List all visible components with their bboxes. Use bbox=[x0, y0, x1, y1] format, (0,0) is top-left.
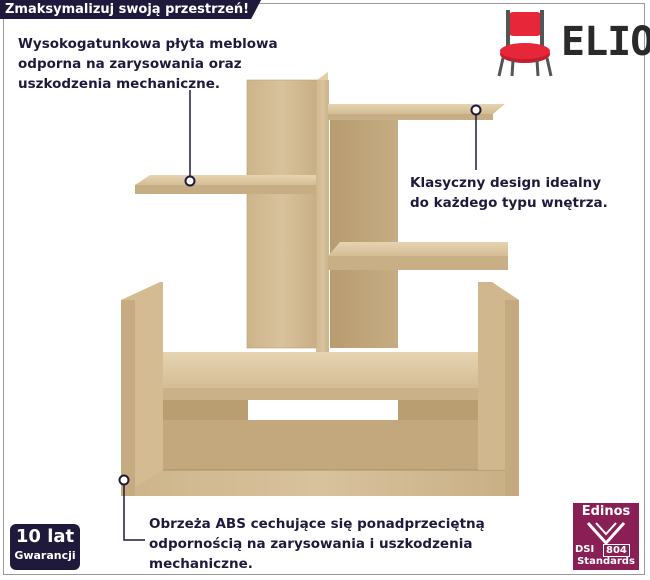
back-panel-left bbox=[246, 79, 318, 349]
callout-lines bbox=[123, 90, 477, 541]
marker-design bbox=[470, 104, 482, 116]
center-divider bbox=[316, 72, 329, 388]
certificate-title: Edinos bbox=[581, 504, 631, 519]
callout-line: do każdego typu wnętrza. bbox=[410, 195, 608, 211]
marker-surface bbox=[184, 175, 196, 187]
brand-logo-text: ELIOR bbox=[561, 19, 650, 65]
callout-line: odporna na zarysowania oraz bbox=[18, 56, 242, 72]
callout-classic-design: Klasyczny design idealny do każdego typu… bbox=[410, 173, 608, 213]
back-panel-right bbox=[330, 116, 398, 348]
callout-line: Wysokogatunkowa płyta meblowa bbox=[18, 36, 278, 52]
warranty-badge: 10 lat Gwarancji bbox=[10, 524, 80, 570]
marker-edges bbox=[118, 474, 130, 486]
side-panel-left bbox=[121, 282, 163, 496]
callout-line: odpornością na zarysowania i uszkodzenia bbox=[149, 536, 473, 552]
image-frame bbox=[3, 3, 645, 575]
certificate-code-right: 804 bbox=[603, 544, 630, 557]
shelf-right-top bbox=[328, 104, 505, 120]
callout-line: uszkodzenia mechaniczne. bbox=[18, 76, 221, 92]
certificate-emblem-icon bbox=[586, 521, 626, 545]
warranty-label: Gwarancji bbox=[14, 549, 76, 562]
chair-icon bbox=[497, 10, 553, 77]
callout-surface-quality: Wysokogatunkowa płyta meblowa odporna na… bbox=[18, 34, 278, 94]
callout-line: Obrzeża ABS cechujące się ponadprzeciętn… bbox=[149, 516, 485, 532]
callout-line: mechaniczne. bbox=[149, 556, 253, 572]
callout-markers bbox=[118, 104, 482, 486]
warranty-years: 10 lat bbox=[15, 526, 75, 547]
certificate-code-left: DSI bbox=[575, 544, 595, 555]
certificate-subtitle: Standards bbox=[577, 556, 635, 567]
certificate-badge: Edinos DSI 804 Standards bbox=[573, 503, 639, 570]
shelf-right-middle bbox=[328, 242, 508, 270]
callout-abs-edges: Obrzeża ABS cechujące się ponadprzeciętn… bbox=[149, 514, 485, 574]
callout-line: Klasyczny design idealny bbox=[410, 175, 602, 191]
base-box bbox=[121, 352, 519, 496]
shelf-left-upper bbox=[135, 175, 317, 194]
headline-banner: Zmaksymalizuj swoją przestrzeń! bbox=[0, 0, 261, 19]
side-panel-right bbox=[478, 282, 519, 496]
